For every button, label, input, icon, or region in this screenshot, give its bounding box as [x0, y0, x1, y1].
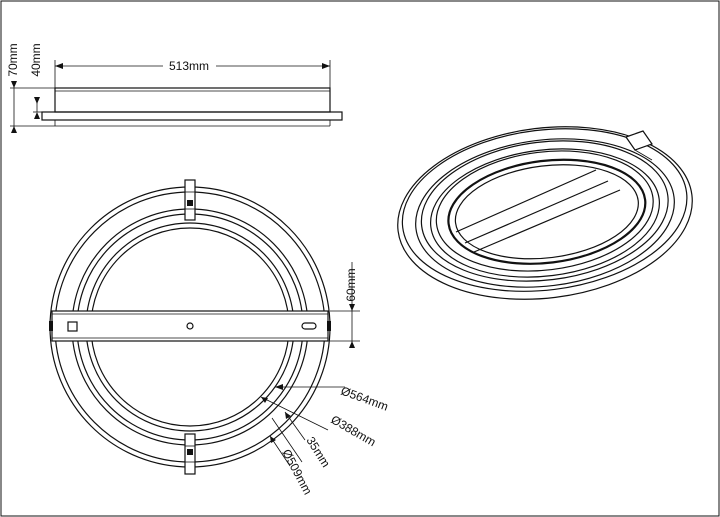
dim-bar-60: 60mm	[344, 268, 358, 301]
dim-ring-35: 35mm	[303, 434, 333, 470]
dim-diameter-388: Ø388mm	[329, 412, 379, 449]
top-view: 60mm Ø564mm Ø388mm 35mm Ø509mm	[49, 179, 390, 497]
dim-height-70: 70mm	[6, 43, 20, 76]
dim-height-40: 40mm	[29, 43, 43, 76]
perspective-view	[397, 126, 693, 300]
dim-diameter-564: Ø564mm	[339, 384, 390, 414]
dim-width-513: 513mm	[169, 59, 209, 73]
side-view: 513mm 70mm 40mm	[6, 43, 343, 133]
